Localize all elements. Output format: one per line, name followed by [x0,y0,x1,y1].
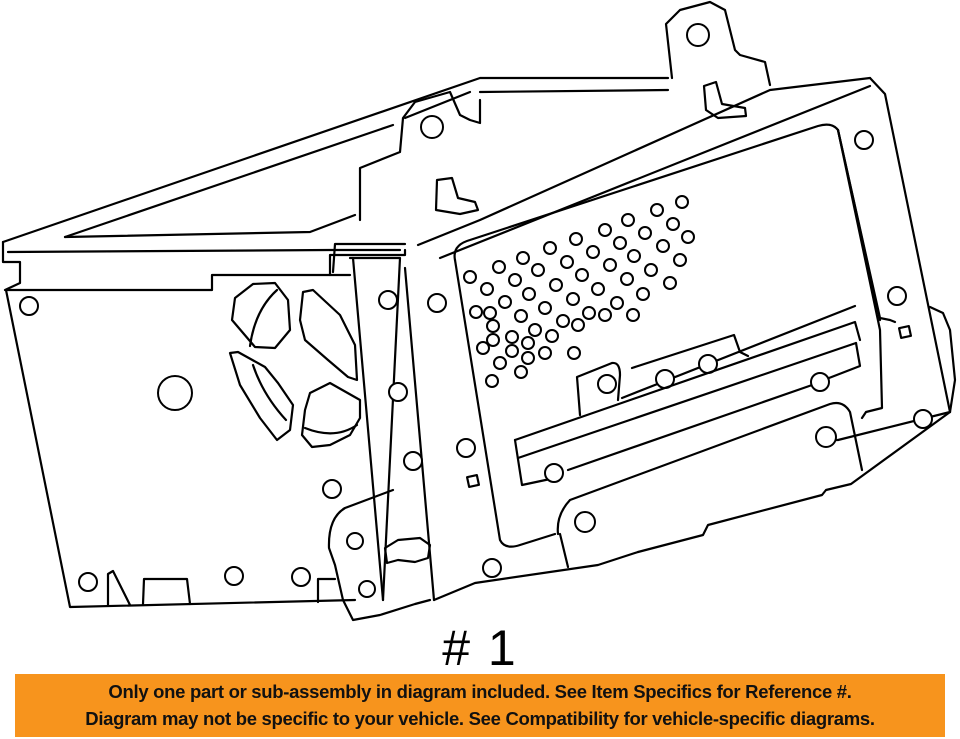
radio-chassis-drawing [1,0,957,622]
callout-number: # 1 [442,620,518,676]
parts-diagram [1,0,957,622]
notice-line-1: Only one part or sub-assembly in diagram… [108,681,852,702]
notice-line-2: Diagram may not be specific to your vehi… [85,708,875,729]
grille-holes [463,195,695,388]
notice-banner: Only one part or sub-assembly in diagram… [15,674,945,737]
